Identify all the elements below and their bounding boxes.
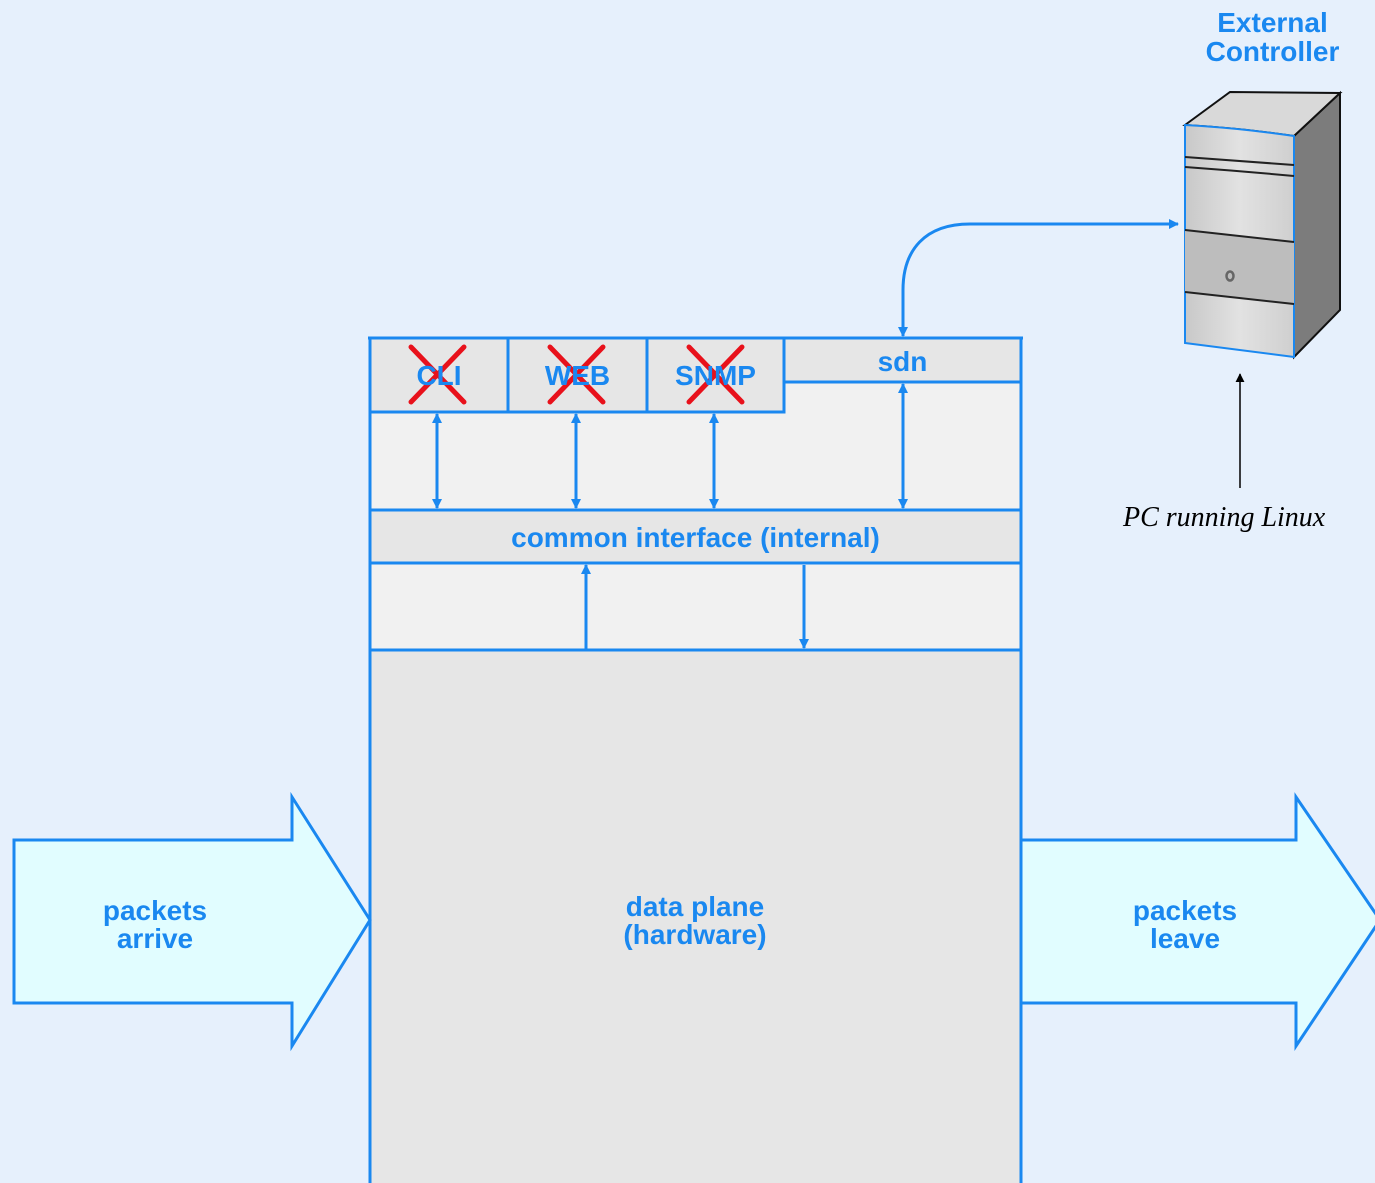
web-disabled-cross-icon: [547, 344, 606, 405]
control-arrows: [432, 383, 908, 650]
cli-label: CLI: [416, 360, 462, 391]
common-interface-band: [368, 508, 1023, 565]
data-plane-line2: (hardware): [623, 919, 767, 950]
controller-title-line1: External: [1217, 7, 1328, 38]
controller-link-arrow: [898, 219, 1179, 337]
sdn-cell: [782, 336, 1023, 384]
packets-leave-label: packets leave: [1085, 897, 1285, 953]
packets-leave-line1: packets: [1132, 895, 1238, 926]
controller-caption: PC running Linux: [1123, 502, 1326, 533]
packets-arrive-line2: arrive: [116, 923, 194, 954]
packets-arrive-label: packets arrive: [55, 897, 255, 953]
switch-box: [368, 336, 1023, 1183]
web-label: WEB: [544, 360, 611, 391]
disabled-crosses: [408, 344, 745, 405]
data-plane-label: data plane (hardware): [520, 893, 870, 949]
server-tower-icon: [1182, 90, 1343, 360]
cli-disabled-cross-icon: [408, 344, 467, 405]
packets-leave-arrow: [1019, 792, 1375, 1051]
sdn-label: sdn: [877, 346, 928, 377]
snmp-disabled-cross-icon: [686, 344, 745, 405]
controller-title-line2: Controller: [1205, 36, 1340, 67]
snmp-label: SNMP: [675, 360, 756, 391]
packets-arrive-arrow: [12, 791, 372, 1052]
packets-leave-line2: leave: [1149, 923, 1221, 954]
common-interface-label: common interface (internal): [511, 522, 880, 553]
data-plane-box: [370, 650, 1021, 1183]
data-plane-line1: data plane: [625, 891, 765, 922]
controller-title: External Controller: [1185, 8, 1360, 66]
packets-arrive-line1: packets: [102, 895, 208, 926]
